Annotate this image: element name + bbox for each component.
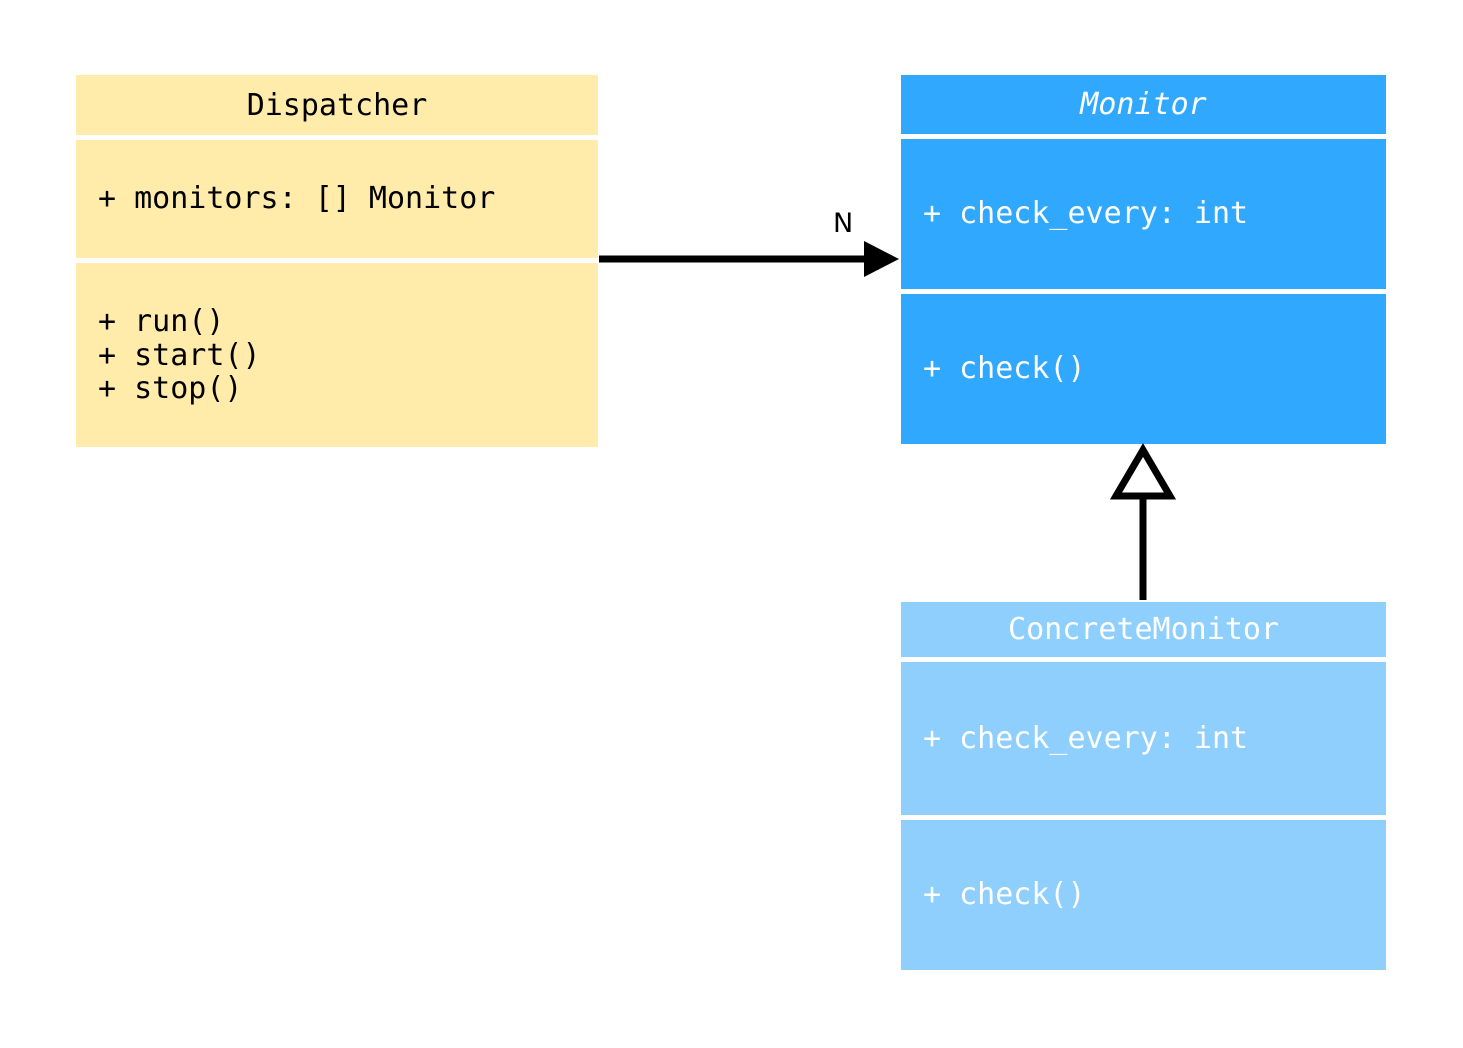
edge-concretemonitor-to-monitor [1109, 443, 1177, 600]
class-divider [76, 135, 598, 140]
filled-triangle-arrowhead-icon [864, 241, 899, 277]
multiplicity-label-n: N [833, 208, 854, 239]
method-row: + stop() [98, 371, 243, 407]
class-divider [901, 815, 1386, 820]
attributes-compartment-dispatcher: + monitors: [] Monitor [76, 140, 598, 258]
class-divider [901, 134, 1386, 139]
class-title-dispatcher: Dispatcher [76, 75, 598, 135]
hollow-triangle-arrowhead-icon [1109, 443, 1177, 500]
method-row: + start() [98, 337, 261, 373]
method-row: + run() [98, 304, 225, 339]
attributes-compartment-monitor: + check_every: int [901, 139, 1386, 289]
class-divider [901, 289, 1386, 294]
class-divider [76, 258, 598, 263]
methods-compartment-dispatcher: + run() + start() + stop() [76, 263, 598, 447]
class-divider [901, 657, 1386, 662]
attribute-row: + monitors: [] Monitor [98, 181, 496, 217]
method-row: + check() [923, 877, 1086, 913]
class-title-monitor: Monitor [901, 75, 1386, 134]
uml-class-concretemonitor[interactable]: ConcreteMonitor + check_every: int + che… [901, 602, 1386, 970]
methods-compartment-concretemonitor: + check() [901, 820, 1386, 970]
uml-class-monitor[interactable]: Monitor + check_every: int + check() [901, 75, 1386, 444]
method-row: + check() [923, 351, 1086, 387]
uml-class-dispatcher[interactable]: Dispatcher + monitors: [] Monitor + run(… [76, 75, 598, 447]
attribute-row: + check_every: int [923, 720, 1249, 756]
attribute-row: + check_every: int [923, 196, 1249, 232]
attributes-compartment-concretemonitor: + check_every: int [901, 662, 1386, 815]
class-title-concretemonitor: ConcreteMonitor [901, 602, 1386, 657]
edge-dispatcher-to-monitor [599, 241, 899, 277]
methods-compartment-monitor: + check() [901, 294, 1386, 444]
